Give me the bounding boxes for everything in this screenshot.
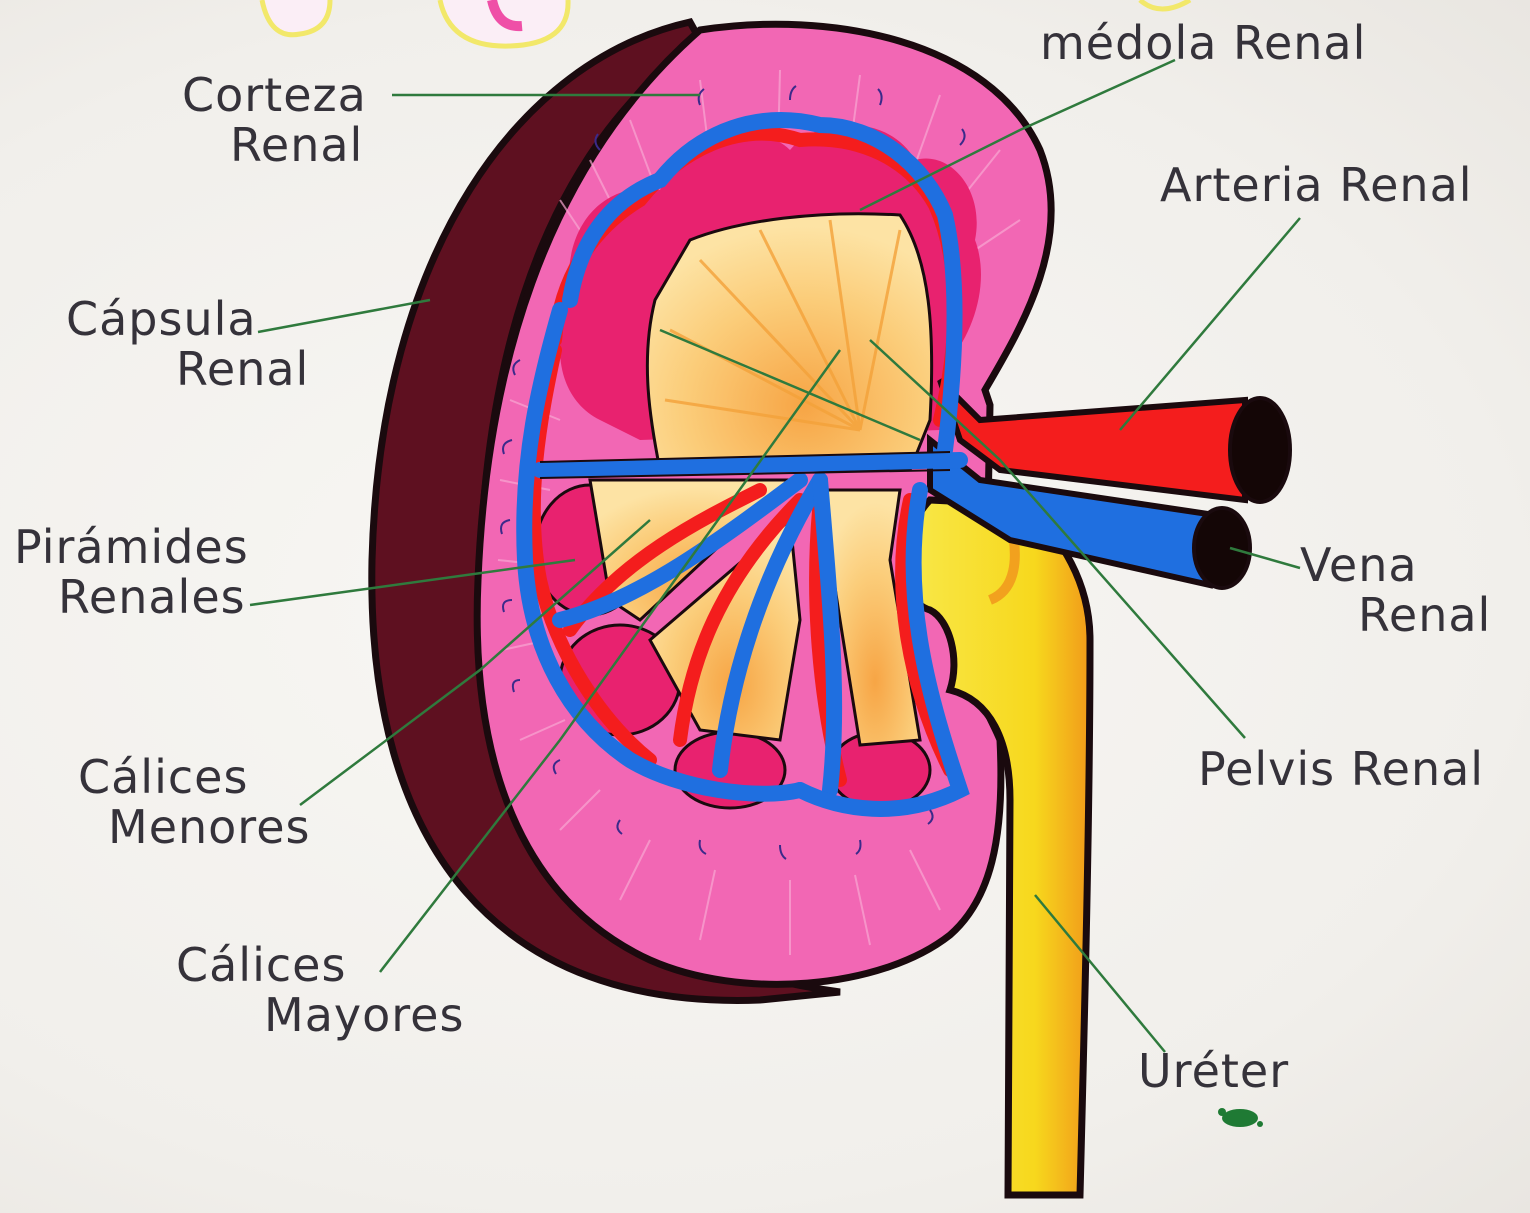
- label-line1: Cápsula: [66, 294, 309, 344]
- label-line1: Pelvis Renal: [1198, 744, 1484, 794]
- label-medula-renal: médola Renal: [1040, 18, 1366, 68]
- label-capsula-renal: Cápsula Renal: [66, 294, 309, 394]
- label-calices-menores: Cálices Menores: [78, 752, 310, 852]
- leader-arteria: [1120, 218, 1300, 430]
- label-line2: Menores: [108, 802, 310, 852]
- label-arteria-renal: Arteria Renal: [1160, 160, 1473, 210]
- label-corteza-renal: Corteza Renal: [182, 70, 367, 170]
- label-line2: Renal: [176, 344, 309, 394]
- ink-splotch: [1218, 1108, 1263, 1127]
- label-line1: médola Renal: [1040, 18, 1366, 68]
- label-line1: Pirámides: [14, 522, 249, 572]
- label-ureter: Uréter: [1138, 1046, 1289, 1096]
- label-pelvis-renal: Pelvis Renal: [1198, 744, 1484, 794]
- label-line1: Cálices: [78, 752, 310, 802]
- label-line1: Cálices: [176, 940, 464, 990]
- label-line2: Mayores: [264, 990, 464, 1040]
- label-piramides-renales: Pirámides Renales: [14, 522, 249, 622]
- label-vena-renal: Vena Renal: [1300, 540, 1491, 640]
- label-calices-mayores: Cálices Mayores: [176, 940, 464, 1040]
- label-line1: Vena: [1300, 540, 1491, 590]
- label-line1: Uréter: [1138, 1046, 1289, 1096]
- label-line2: Renales: [58, 572, 249, 622]
- label-line1: Arteria Renal: [1160, 160, 1473, 210]
- label-line2: Renal: [230, 120, 367, 170]
- label-line1: Corteza: [182, 70, 367, 120]
- label-line2: Renal: [1358, 590, 1491, 640]
